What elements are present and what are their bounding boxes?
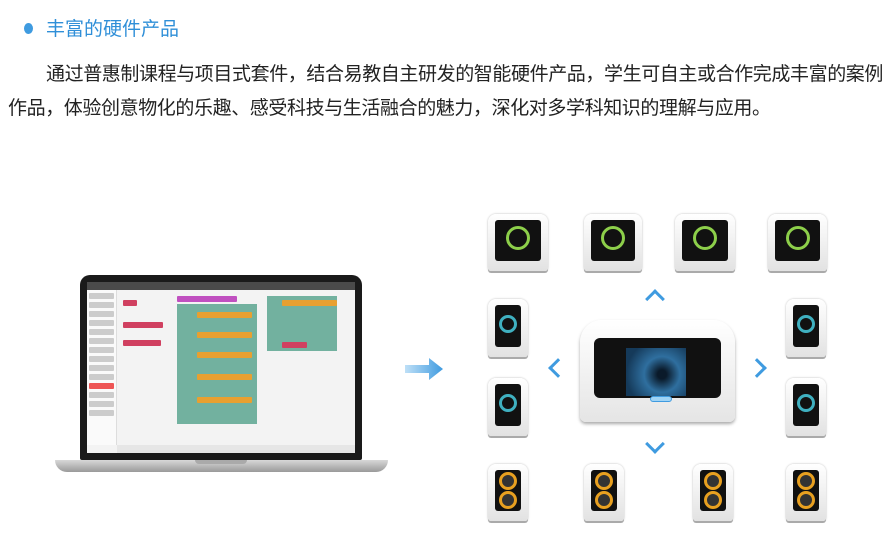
chevron-up-icon	[645, 289, 665, 309]
section-title: 丰富的硬件产品	[46, 18, 180, 40]
sensor-module	[786, 299, 826, 357]
chevron-down-icon	[645, 434, 665, 454]
sensor-module	[488, 214, 548, 271]
section-paragraph: 通过普惠制课程与项目式套件，结合易教自主研发的智能硬件产品，学生可自主或合作完成…	[8, 63, 884, 119]
editor-sidebar	[87, 290, 117, 445]
sensor-module	[488, 378, 528, 436]
sensor-module	[786, 378, 826, 436]
speaker-module	[488, 464, 528, 521]
block-coding-editor	[87, 282, 355, 453]
chevron-right-icon	[747, 358, 767, 378]
sensor-module	[768, 214, 827, 271]
speaker-module	[786, 464, 826, 521]
sensor-module	[488, 299, 528, 357]
sensor-module	[675, 214, 735, 271]
right-arrow-icon	[405, 358, 443, 380]
laptop-screen	[80, 275, 362, 460]
hub-display	[626, 348, 686, 396]
bullet-dot-icon	[24, 23, 33, 34]
speaker-module	[584, 464, 624, 521]
laptop-base	[55, 460, 388, 472]
chevron-left-icon	[548, 358, 568, 378]
sensor-module	[584, 214, 642, 271]
main-controller-hub	[580, 320, 735, 422]
speaker-module	[693, 464, 733, 521]
